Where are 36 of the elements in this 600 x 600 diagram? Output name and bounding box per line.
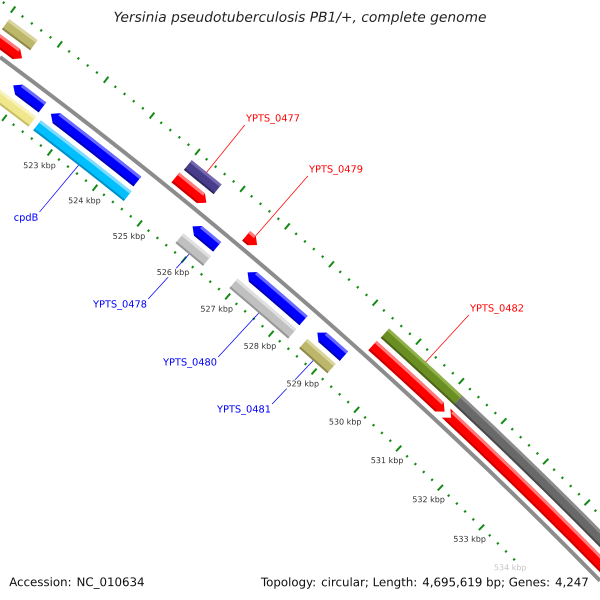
tick-label: 527 kbp <box>200 304 234 314</box>
leader-line <box>255 176 308 236</box>
pointed-gene-bar <box>13 84 46 112</box>
leader-line <box>39 164 79 212</box>
pointed-gene-bar <box>242 231 258 246</box>
gene-bar <box>2 19 38 50</box>
gene-bar <box>380 328 462 405</box>
gene-label: YPTS_0478 <box>93 300 146 310</box>
tick-label: 526 kbp <box>156 268 190 278</box>
pointed-gene-bar <box>317 332 348 361</box>
gene-label: cpdB <box>14 213 38 223</box>
tick-label: 524 kbp <box>68 196 102 206</box>
tick-label: 532 kbp <box>412 496 446 504</box>
gene-label: YPTS_0482 <box>470 304 523 314</box>
leader-line <box>425 314 470 362</box>
gene-label: YPTS_0481 <box>217 405 270 415</box>
tick-label: 529 kbp <box>286 380 320 389</box>
gene-label: YPTS_0479 <box>309 165 362 175</box>
gene-label: YPTS_0477 <box>246 114 300 124</box>
tick-label: 525 kbp <box>112 232 146 242</box>
pointed-gene-bar <box>248 272 308 326</box>
gene-label: YPTS_0480 <box>163 358 216 368</box>
title: Yersinia pseudotuberculosis PB1/+, complete genome <box>114 11 486 25</box>
footer-text: Topology: circular; Length: 4,695,619 bp; Genes: 4,247 <box>260 577 588 589</box>
tick-label: 533 kbp <box>452 535 487 544</box>
footer-text: Accession: NC_010634 <box>9 577 144 589</box>
leader-line <box>218 312 260 358</box>
pointed-gene-bar <box>192 226 222 252</box>
tick-label: 523 kbp <box>22 162 56 170</box>
tick-label: 531 kbp <box>370 456 404 466</box>
tick-label: 528 kbp <box>243 342 277 352</box>
tick-label: 534 kbp <box>493 564 528 572</box>
leader-line <box>206 124 246 173</box>
tick-label: 530 kbp <box>328 418 362 427</box>
gene-bar <box>184 160 222 194</box>
gene-bar <box>454 396 600 548</box>
